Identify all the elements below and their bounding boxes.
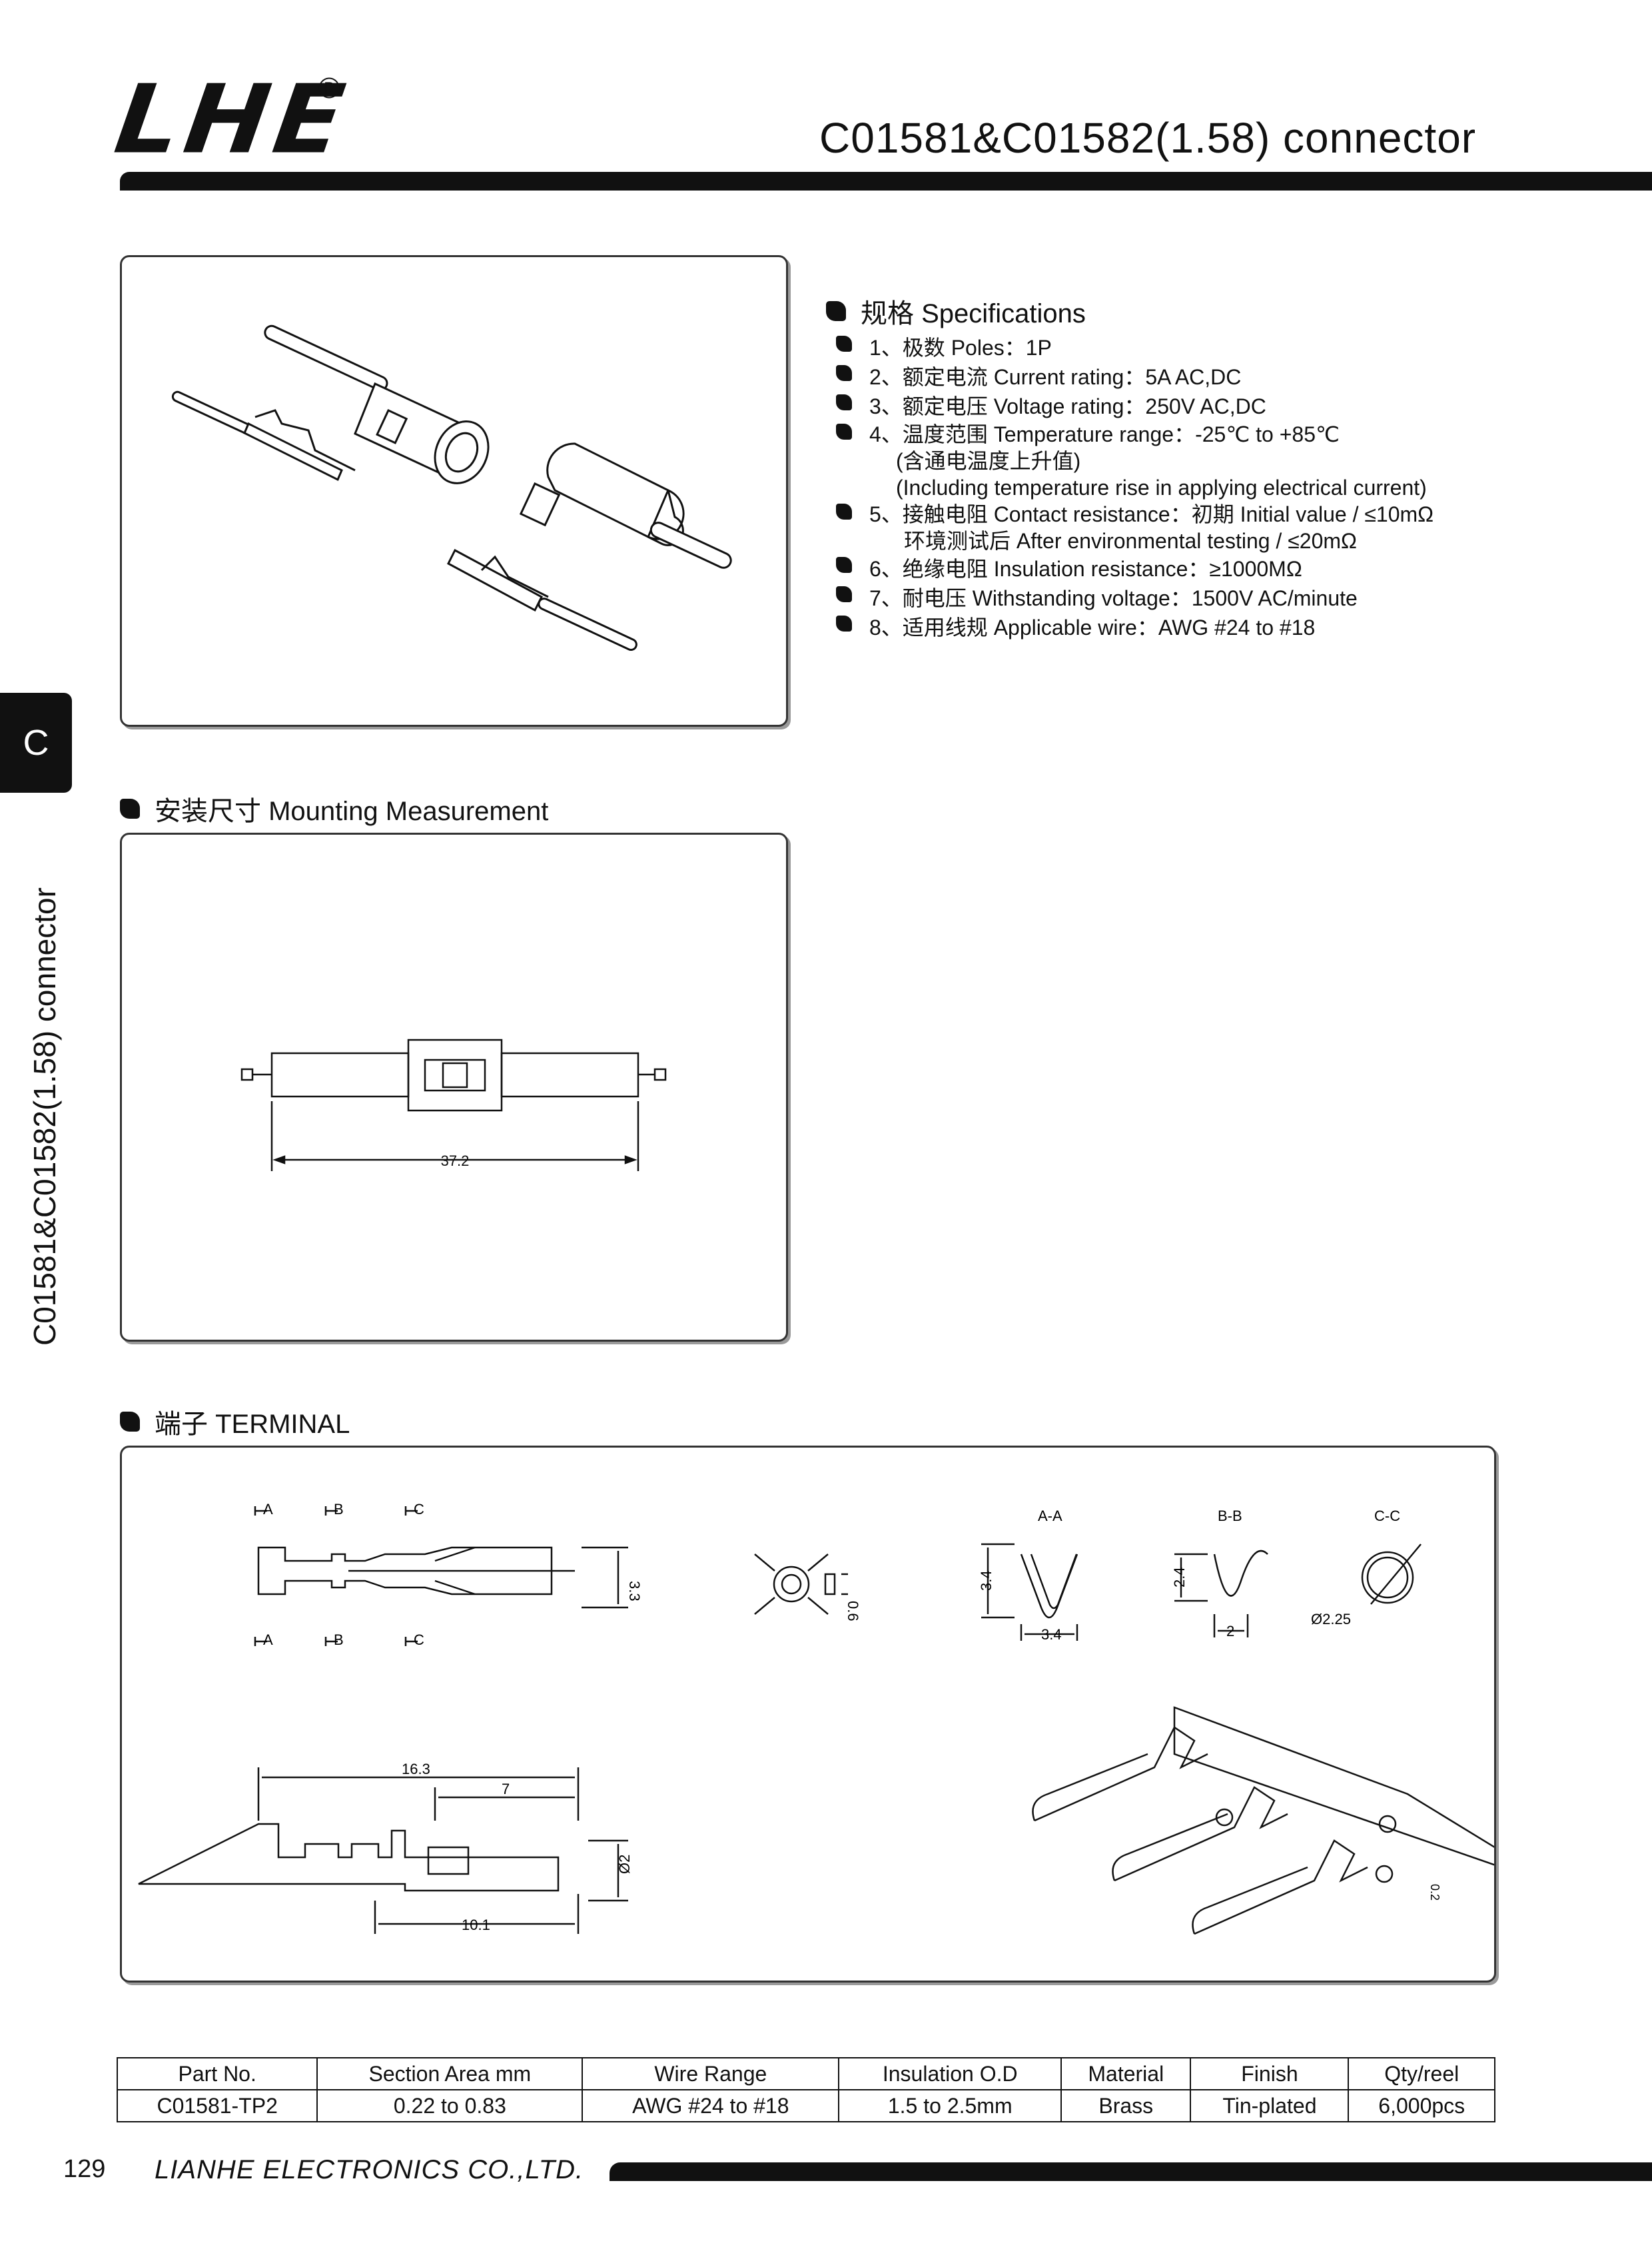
specifications-list: 1、极数 Poles：1P 2、额定电流 Current rating：5A A… (836, 333, 1635, 642)
part-table: Part No. Section Area mm Wire Range Insu… (116, 2057, 1495, 2122)
spec-item: 7、耐电压 Withstanding voltage：1500V AC/minu… (836, 584, 1635, 613)
dim-front-length: 7 (502, 1781, 510, 1797)
dim-front: 0.6 (845, 1601, 861, 1621)
dim-diameter: Ø2 (616, 1855, 633, 1874)
specifications-heading-text: 规格 Specifications (861, 299, 1086, 328)
spec-bullet-icon (836, 616, 852, 632)
spec-bullet-icon (836, 557, 852, 573)
heading-bullet-icon (120, 799, 140, 819)
spec-text: 4、温度范围 Temperature range：-25℃ to +85℃ (869, 422, 1340, 446)
table-cell: C01581-TP2 (116, 2089, 318, 2122)
spec-text: 2、额定电流 Current rating：5A AC,DC (869, 365, 1242, 389)
dim-rear-length: 10.1 (462, 1917, 490, 1933)
table-header: Insulation O.D (838, 2057, 1062, 2090)
section-tab: C (0, 693, 72, 793)
section-tab-letter: C (23, 723, 49, 763)
connector-illustration (171, 324, 732, 651)
section-mark-c: C (414, 1501, 424, 1518)
table-header: Section Area mm (316, 2057, 584, 2090)
section-aa-label: A-A (1038, 1508, 1062, 1524)
spec-text: 6、绝缘电阻 Insulation resistance：≥1000MΩ (869, 557, 1302, 581)
terminal-heading: 端子 TERMINAL (120, 1402, 350, 1441)
heading-bullet-icon (120, 1412, 140, 1432)
terminal-drawing-panel: A B C A B C 3.3 0.6 A-A 3.4 3.4 B-B 2.4 … (120, 1446, 1529, 1983)
heading-bullet-icon (826, 301, 846, 321)
spec-subtext: (含通电温度上升值) (896, 449, 1081, 473)
terminal-drawing: A B C A B C 3.3 0.6 A-A 3.4 3.4 B-B 2.4 … (138, 1501, 1529, 1935)
table-header: Wire Range (582, 2057, 840, 2090)
spec-bullet-icon (836, 394, 852, 410)
spec-item: 1、极数 Poles：1P (836, 333, 1635, 362)
spec-item: 6、绝缘电阻 Insulation resistance：≥1000MΩ (836, 554, 1635, 584)
spec-subtext: (Including temperature rise in applying … (896, 476, 1427, 500)
vertical-title-text: C01581&C01582(1.58) connector (27, 887, 62, 1346)
table-header: Finish (1190, 2057, 1350, 2090)
section-bb-label: B-B (1218, 1508, 1242, 1524)
mounting-drawing-panel: 37.2 (120, 833, 788, 1342)
table-header: Qty/reel (1348, 2057, 1495, 2090)
table-row: C01581-TP2 0.22 to 0.83 AWG #24 to #18 1… (116, 2089, 1495, 2122)
table-header: Part No. (116, 2057, 318, 2090)
spec-text: 7、耐电压 Withstanding voltage：1500V AC/minu… (869, 586, 1358, 610)
spec-item: 5、接触电阻 Contact resistance：初期 Initial val… (836, 501, 1635, 554)
spec-item: 4、温度范围 Temperature range：-25℃ to +85℃ (含… (836, 421, 1635, 501)
section-aa-height: 3.4 (978, 1570, 995, 1591)
spec-text: 8、适用线规 Applicable wire：AWG #24 to #18 (869, 616, 1316, 640)
table-cell: AWG #24 to #18 (582, 2089, 840, 2122)
mounting-dim-length: 37.2 (441, 1152, 470, 1169)
specifications-heading: 规格 Specifications (826, 292, 1086, 330)
header-rule (120, 172, 1652, 187)
table-cell: 1.5 to 2.5mm (838, 2089, 1062, 2122)
section-mark-a: A (263, 1501, 273, 1518)
spec-text: 1、极数 Poles：1P (869, 336, 1052, 360)
spec-text: 5、接触电阻 Contact resistance：初期 Initial val… (869, 502, 1434, 526)
table-cell: 6,000pcs (1348, 2089, 1495, 2122)
section-cc-diameter: Ø2.25 (1311, 1611, 1351, 1627)
section-bb-height: 2.4 (1171, 1567, 1188, 1587)
product-image-panel (120, 255, 788, 727)
spec-bullet-icon (836, 424, 852, 440)
spec-text: 3、额定电压 Voltage rating：250V AC,DC (869, 394, 1266, 418)
footer-rule-base (610, 2177, 1652, 2181)
spec-bullet-icon (836, 586, 852, 602)
section-mark-a-bottom: A (263, 1631, 273, 1648)
table-cell: Tin-plated (1190, 2089, 1350, 2122)
mounting-drawing: 37.2 (240, 1039, 667, 1171)
section-bb-width: 2 (1226, 1623, 1234, 1639)
terminal-heading-text: 端子 TERMINAL (155, 1410, 350, 1439)
section-mark-c-bottom: C (414, 1631, 424, 1648)
table-header-row: Part No. Section Area mm Wire Range Insu… (116, 2057, 1495, 2090)
spec-bullet-icon (836, 504, 852, 520)
page-number: 129 (63, 2155, 106, 2183)
dim-height-top: 3.3 (626, 1581, 643, 1601)
section-aa-width: 3.4 (1041, 1626, 1062, 1643)
registered-mark: ® (318, 72, 340, 105)
section-mark-b: B (334, 1501, 344, 1518)
table-cell: 0.22 to 0.83 (316, 2089, 584, 2122)
table-header: Material (1060, 2057, 1192, 2090)
page-title: C01581&C01582(1.58) connector (819, 114, 1477, 162)
mounting-heading: 安装尺寸 Mounting Measurement (120, 789, 548, 828)
table-cell: Brass (1060, 2089, 1192, 2122)
vertical-title: C01581&C01582(1.58) connector (27, 833, 67, 1346)
dim-total-length: 16.3 (402, 1761, 430, 1777)
footer-rule (610, 2162, 1652, 2177)
spec-bullet-icon (836, 336, 852, 352)
spec-item: 3、额定电压 Voltage rating：250V AC,DC (836, 392, 1635, 421)
spec-bullet-icon (836, 365, 852, 381)
spec-subtext: 环境测试后 After environmental testing / ≤20m… (904, 529, 1357, 553)
mounting-heading-text: 安装尺寸 Mounting Measurement (155, 797, 549, 826)
header-rule-base (120, 187, 1652, 191)
spec-item: 8、适用线规 Applicable wire：AWG #24 to #18 (836, 613, 1635, 642)
section-cc-label: C-C (1374, 1508, 1400, 1524)
spec-item: 2、额定电流 Current rating：5A AC,DC (836, 362, 1635, 392)
dim-strip-thickness: 0.2 (1428, 1884, 1442, 1901)
section-mark-b-bottom: B (334, 1631, 344, 1648)
company-name: LIANHE ELECTRONICS CO.,LTD. (155, 2155, 584, 2184)
